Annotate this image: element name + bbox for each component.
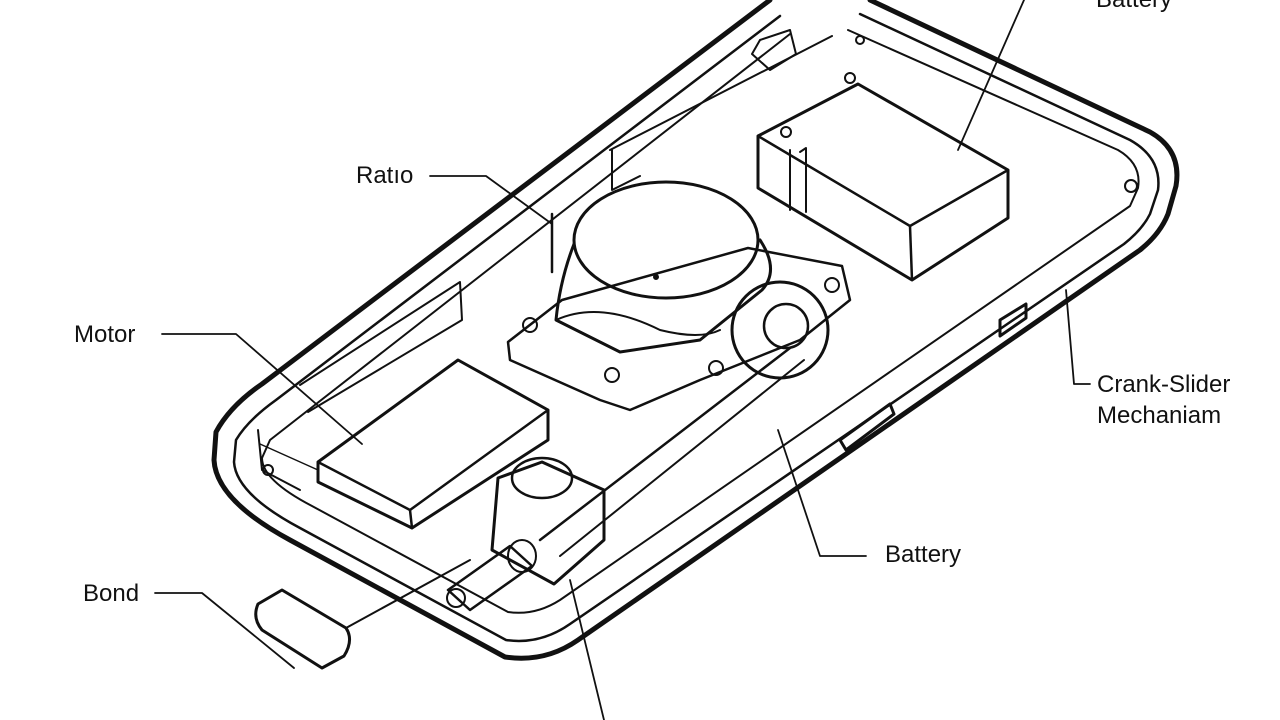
crank-slider-rod <box>446 346 805 612</box>
label-crank-slider-line1: Crank-Slider <box>1097 371 1231 398</box>
leader-crank-slider <box>1065 289 1091 385</box>
leader-battery-bottom <box>777 429 867 557</box>
label-bond: Bond <box>83 580 140 607</box>
bond-plug <box>254 559 471 670</box>
leader-motor <box>161 333 363 445</box>
label-crank-slider-line2: Mechaniam <box>1097 402 1222 429</box>
label-motor: Motor <box>74 321 136 348</box>
leader-ratio <box>429 175 553 225</box>
battery-top-block <box>756 82 1010 282</box>
motor-assembly <box>506 180 852 412</box>
device-housing <box>211 0 1180 661</box>
leader-lines <box>154 0 1091 720</box>
leader-bottom <box>569 579 605 720</box>
label-crank-slider: Crank-Slider Mechaniam <box>1097 369 1230 431</box>
leader-bond <box>154 592 295 669</box>
label-battery-bottom: Battery <box>885 541 962 568</box>
leader-battery-top <box>957 0 1025 151</box>
label-battery-top: Battery <box>1096 0 1172 15</box>
label-ratio: Ratıo <box>356 162 414 189</box>
battery-lower-block <box>316 358 550 530</box>
